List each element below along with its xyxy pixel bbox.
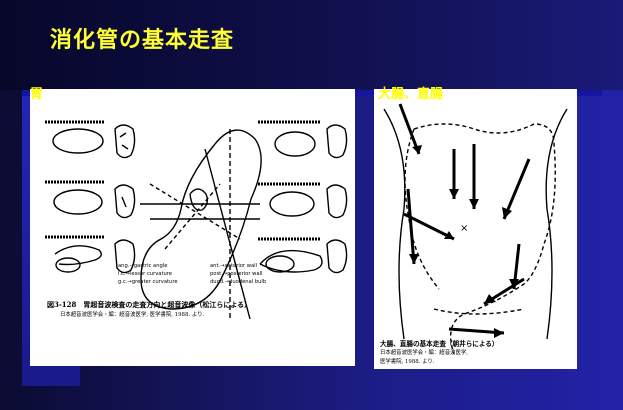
stomach-diagram-illustration: [45, 120, 348, 320]
slide-title: 消化管の基本走査: [50, 28, 235, 53]
legend-item: post.→posterior wall: [210, 271, 263, 277]
colon-figure-caption: 大腸、直腸の基本走査（朝井らによる）: [380, 340, 499, 348]
view-2: [258, 182, 348, 219]
legend-left: ang.→gastric angle l.c.→lesser curvature…: [118, 262, 178, 286]
stomach-figure-reference: 日本超音波医学会・編：超音波医学, 医学書院, 1988. より.: [60, 312, 205, 318]
legend-right: ant.→anterior wall post.→posterior wall …: [210, 262, 266, 286]
title-band: [0, 0, 623, 90]
stomach-diagram-panel: [30, 89, 355, 366]
stomach-outline: [140, 129, 262, 320]
view-1: [258, 120, 348, 159]
stomach-figure-caption: 図3-128 胃超音波検査の走査方向と超音波像（松江らによる）: [47, 300, 252, 309]
stomach-label: 胃: [30, 87, 44, 102]
colon-figure-reference-2: 医学書院, 1988. より.: [380, 359, 435, 365]
legend-item: ant.→anterior wall: [210, 263, 258, 269]
svg-text:×: ×: [460, 223, 468, 234]
colon-figure-reference-1: 日本超音波医学会・編：超音波医学,: [380, 350, 468, 356]
view-4: [45, 120, 136, 159]
colon-diagram-illustration: ×: [383, 103, 568, 355]
colon-diagram-panel: ×: [374, 89, 577, 369]
view-3: [258, 237, 348, 274]
legend-item: ang.→gastric angle: [118, 263, 168, 269]
legend-item: g.c.→greater curvature: [118, 279, 178, 285]
view-5: [45, 180, 136, 219]
legend-item: duod.→duodenal bulb: [210, 279, 267, 285]
legend-item: l.c.→lesser curvature: [118, 271, 173, 277]
colon-label: 大腸、直腸: [378, 87, 444, 102]
view-6: [45, 235, 136, 274]
